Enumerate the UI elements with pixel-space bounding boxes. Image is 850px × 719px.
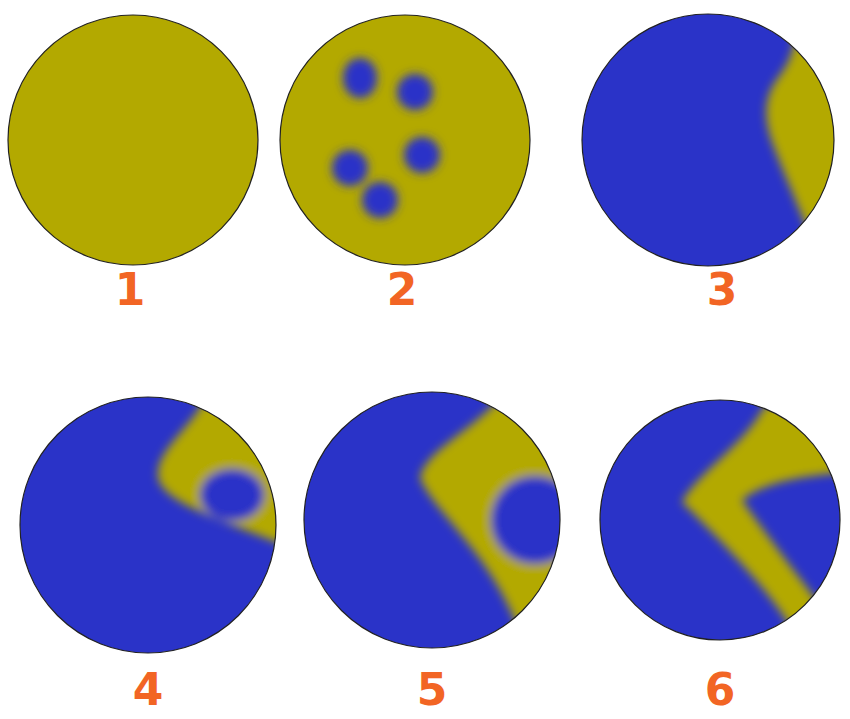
callout-number: 1 — [115, 268, 146, 312]
callout-number: 4 — [133, 668, 164, 712]
dish — [8, 15, 258, 265]
dish — [304, 392, 580, 650]
dish — [280, 15, 530, 265]
callout-number: 3 — [707, 268, 738, 312]
callout-number: 6 — [705, 668, 736, 712]
callout-number: 2 — [387, 268, 418, 312]
dish — [582, 0, 850, 300]
callout-number: 5 — [417, 668, 448, 712]
dish — [600, 400, 850, 645]
dish — [20, 397, 290, 653]
